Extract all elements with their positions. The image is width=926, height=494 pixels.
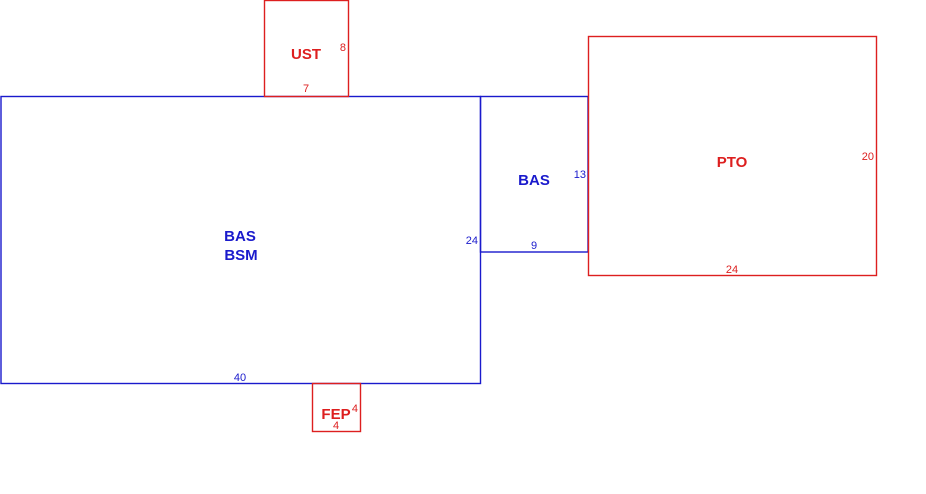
area-bas-extension-code: BAS (518, 172, 550, 189)
area-pto-side-dimension: 20 (862, 151, 874, 163)
area-pto-outline (587, 35, 878, 277)
area-bas-main: BAS BSM 24 40 (0, 95, 482, 385)
area-pto: PTO 20 24 (587, 35, 878, 277)
area-ust-outline (263, 0, 350, 98)
area-ust-side-dimension: 8 (340, 42, 346, 54)
area-fep-side-dimension: 4 (352, 403, 358, 415)
area-pto-bottom-dimension: 24 (726, 264, 738, 276)
area-bas-main-bottom-dimension: 40 (234, 372, 246, 384)
area-bas-extension-side-dimension: 13 (574, 169, 586, 181)
area-bas-extension: BAS 13 9 (479, 95, 589, 253)
area-pto-code: PTO (717, 154, 748, 171)
area-ust: UST 8 7 (263, 0, 350, 98)
area-ust-bottom-dimension: 7 (303, 83, 309, 95)
area-bas-main-code-1: BAS (224, 228, 256, 245)
area-bas-main-code-2: BSM (224, 247, 257, 264)
area-bas-extension-bottom-dimension: 9 (531, 240, 537, 252)
area-fep: FEP 4 4 (311, 382, 362, 433)
area-ust-code: UST (291, 46, 321, 63)
area-fep-outline (311, 382, 362, 433)
area-fep-code: FEP (321, 406, 350, 423)
area-bas-main-side-dimension: 24 (466, 235, 478, 247)
area-fep-bottom-dimension: 4 (333, 420, 339, 432)
